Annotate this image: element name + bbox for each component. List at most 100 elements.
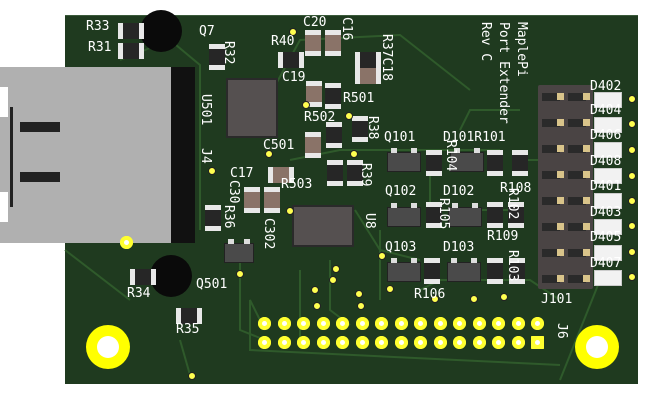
ref-label: R39 <box>358 163 373 187</box>
via <box>208 167 216 175</box>
via <box>628 222 636 230</box>
board-title-line: MaplePi <box>514 22 529 77</box>
ref-label: R38 <box>365 116 380 140</box>
ref-label: D402 <box>590 79 622 94</box>
header-pad <box>492 336 505 349</box>
header-pad <box>355 317 369 330</box>
via <box>378 252 386 260</box>
resistor-r35 <box>176 308 202 324</box>
ref-label: U501 <box>198 94 213 126</box>
ref-label: D102 <box>443 184 475 199</box>
header-pad <box>336 317 349 330</box>
via <box>355 290 363 298</box>
ref-label: D401 <box>590 179 622 194</box>
header-pad <box>375 336 388 349</box>
led-d406 <box>594 142 622 158</box>
via <box>628 172 636 180</box>
capacitor-c16 <box>325 30 341 56</box>
header-pad <box>277 336 291 349</box>
ethernet-jack-j4 <box>0 67 195 243</box>
capacitor-c20 <box>305 30 321 56</box>
resistor-r109 <box>487 202 503 228</box>
via <box>286 207 294 215</box>
header-pad <box>297 336 310 349</box>
ref-label: Q7 <box>199 24 215 39</box>
resistor-r32 <box>209 44 225 70</box>
ref-label: R35 <box>176 322 200 337</box>
via <box>628 120 636 128</box>
via <box>628 248 636 256</box>
resistor-r107 <box>487 258 503 284</box>
via <box>628 197 636 205</box>
ref-label: D404 <box>590 103 622 118</box>
ref-label: C17 <box>230 166 254 181</box>
ref-label: C501 <box>263 138 295 153</box>
ref-label: D407 <box>590 256 622 271</box>
resistor-r40 <box>278 52 304 68</box>
header-pad <box>316 336 330 349</box>
ref-label: R108 <box>500 181 532 196</box>
header-pad <box>433 336 447 349</box>
diode-d103 <box>447 258 481 282</box>
ic-u8 <box>292 205 354 247</box>
transistor-q7 <box>140 10 182 52</box>
capacitor-c30x <box>244 187 260 213</box>
capacitor-c19 <box>306 81 322 107</box>
ref-label: C16 <box>339 17 354 41</box>
board-title: MaplePi Port Extender Rev C <box>476 22 530 124</box>
ref-label: R37C18 <box>379 34 394 81</box>
ref-label: D403 <box>590 205 622 220</box>
led-d407 <box>594 270 622 286</box>
resistor-r31 <box>118 43 144 59</box>
header-pad <box>511 317 525 330</box>
resistor-r101 <box>487 150 503 176</box>
via <box>357 302 365 310</box>
header-pad <box>433 317 447 330</box>
transistor-q101 <box>387 148 421 172</box>
ref-label: C19 <box>282 70 306 85</box>
ref-label: R105 <box>436 198 451 230</box>
ref-label: Q501 <box>196 277 228 292</box>
resistor-r108 <box>512 150 528 176</box>
transistor-q103 <box>387 258 421 282</box>
header-pad <box>375 317 388 330</box>
led-d404 <box>594 117 622 133</box>
ref-label: C20 <box>303 15 327 30</box>
ref-label: D103 <box>443 240 475 255</box>
header-pad <box>492 317 505 330</box>
ref-label: C302 <box>261 218 276 250</box>
via <box>265 150 273 158</box>
via <box>188 372 196 380</box>
header-pad <box>453 317 466 330</box>
mounting-hole-small <box>120 236 133 249</box>
via <box>289 28 297 36</box>
resistor-r37 <box>355 52 381 68</box>
led-d408 <box>594 168 622 184</box>
via <box>431 295 439 303</box>
capacitor-c18 <box>355 68 381 84</box>
via <box>311 286 319 294</box>
header-pad <box>316 317 330 330</box>
header-pad <box>472 317 486 330</box>
capacitor-c501 <box>305 132 321 158</box>
via <box>313 302 321 310</box>
via <box>628 273 636 281</box>
header-pad <box>297 317 310 330</box>
transistor-q102 <box>387 203 421 227</box>
header-pad <box>277 317 291 330</box>
board-title-line: Port Extender <box>496 22 511 124</box>
regulator-chip <box>224 239 254 263</box>
header-pad <box>472 336 486 349</box>
header-pad <box>531 336 544 349</box>
ref-label: R501 <box>343 91 375 106</box>
resistor-r502 <box>326 122 342 148</box>
mounting-hole-left <box>86 325 130 369</box>
header-pad <box>453 336 466 349</box>
via <box>236 270 244 278</box>
ref-label: R102 <box>505 188 520 220</box>
ref-label: R502 <box>304 110 336 125</box>
header-pad <box>258 336 271 349</box>
resistor-r36 <box>205 205 221 231</box>
ref-label: J4 <box>198 148 213 164</box>
header-pad <box>394 336 408 349</box>
